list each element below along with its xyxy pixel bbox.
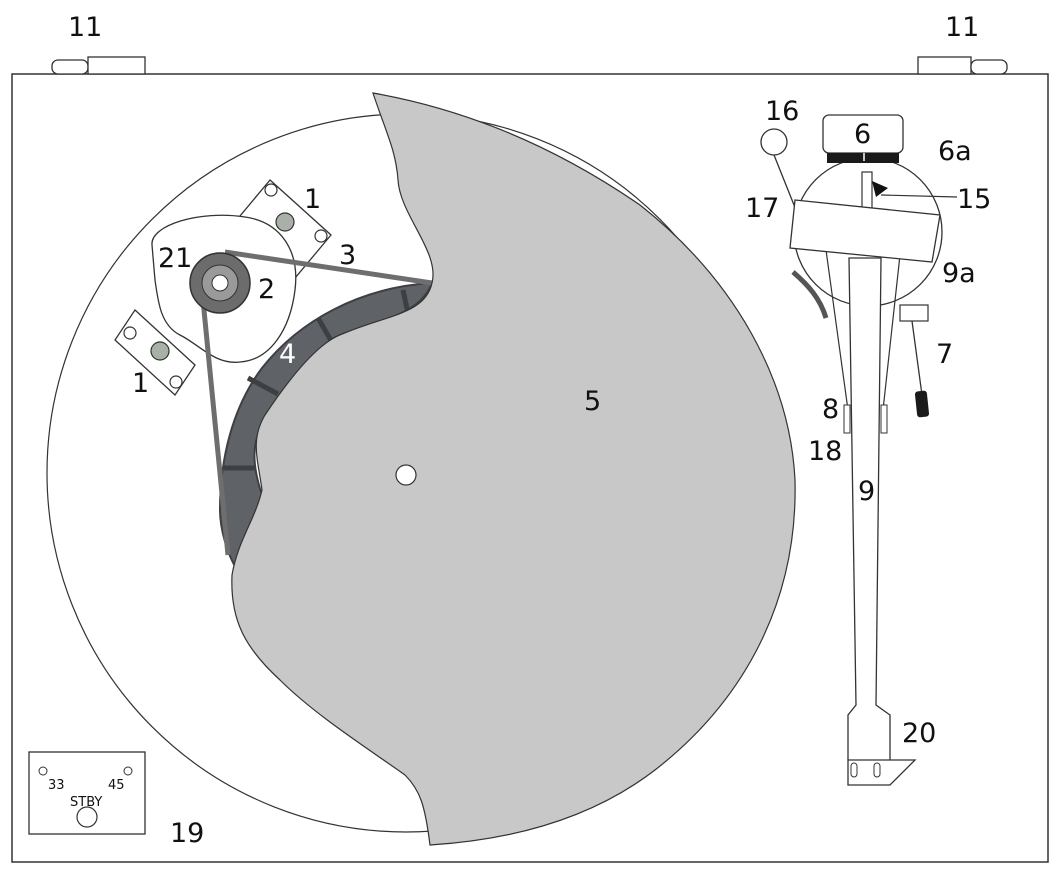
indicator-45	[123, 766, 133, 776]
label-3: 3	[339, 240, 356, 271]
label-1-lower: 1	[132, 368, 149, 399]
label-9a: 9a	[942, 258, 976, 289]
cue-lever-base	[899, 304, 929, 322]
label-11-left: 11	[68, 12, 102, 43]
label-4: 4	[279, 339, 296, 370]
speed-45-label: 45	[108, 778, 125, 793]
bearing-block	[789, 199, 941, 263]
label-2: 2	[258, 274, 275, 305]
label-5: 5	[584, 386, 601, 417]
label-6: 6	[854, 119, 871, 150]
spindle	[395, 464, 417, 486]
arm-clip-left	[843, 404, 851, 434]
label-1-upper: 1	[304, 184, 321, 215]
label-16: 16	[765, 96, 799, 127]
label-15: 15	[957, 184, 991, 215]
standby-label: STBY	[70, 795, 102, 810]
arm-clip-right	[880, 404, 888, 434]
label-17: 17	[745, 193, 779, 224]
weight-dial	[827, 153, 899, 163]
label-6a: 6a	[938, 136, 972, 167]
bias-thread	[791, 270, 829, 319]
arm-stub	[861, 171, 873, 213]
label-8: 8	[822, 394, 839, 425]
speed-33-label: 33	[48, 778, 65, 793]
motor-pulley	[189, 252, 251, 314]
platter	[231, 92, 796, 846]
label-20: 20	[902, 718, 936, 749]
label-7: 7	[936, 339, 953, 370]
label-18: 18	[808, 436, 842, 467]
label-19: 19	[170, 818, 204, 849]
headshell	[847, 759, 917, 786]
indicator-33	[38, 766, 48, 776]
label-9: 9	[858, 476, 875, 507]
foot-left	[51, 56, 146, 75]
motor-mount-lower	[114, 309, 196, 396]
motor-mount-upper	[229, 179, 332, 285]
foot-right	[917, 56, 1008, 75]
speed-panel: 33 45 STBY	[28, 751, 146, 835]
drive-belt	[200, 249, 433, 556]
cue-lever-handle	[914, 390, 930, 418]
bias-arrow	[872, 181, 888, 197]
bias-weight	[760, 128, 788, 156]
label-11-right: 11	[945, 12, 979, 43]
label-21: 21	[158, 243, 192, 274]
standby-button[interactable]	[76, 806, 98, 828]
